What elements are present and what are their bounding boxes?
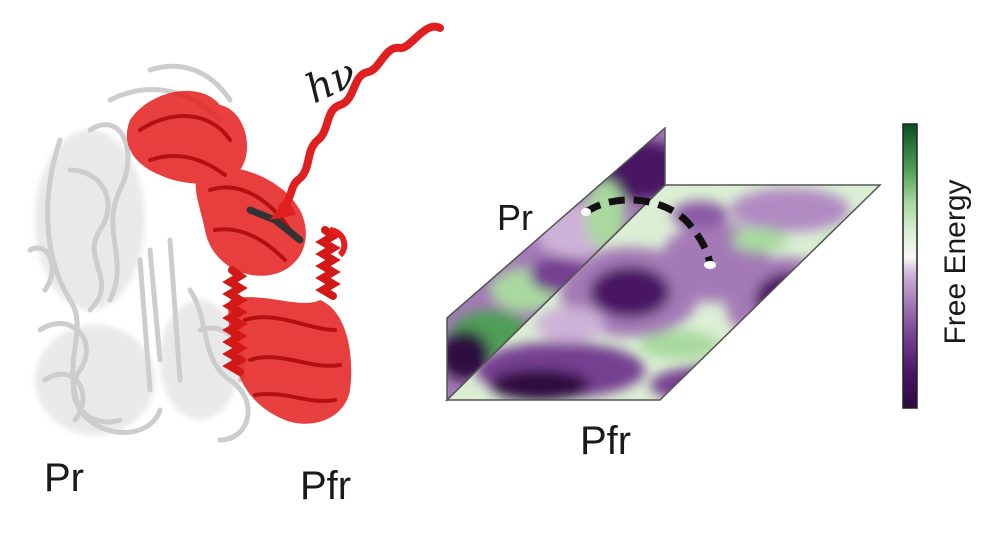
transition-pathway bbox=[584, 196, 714, 265]
pfr-state-label: Pfr bbox=[300, 464, 352, 508]
protein-structure bbox=[27, 22, 444, 443]
chromophore bbox=[246, 206, 304, 244]
surface-wall-label: Pr bbox=[497, 197, 533, 238]
pfr-structure bbox=[126, 90, 352, 424]
colorbar bbox=[902, 123, 918, 409]
colorbar-gradient bbox=[902, 123, 918, 409]
pr-minimum-marker bbox=[581, 208, 591, 216]
pr-structure-shadow bbox=[35, 130, 240, 435]
colorbar-label: Free Energy bbox=[939, 179, 972, 345]
free-energy-surface bbox=[445, 126, 882, 402]
surface-floor-label: Pfr bbox=[580, 419, 632, 463]
photon-wave-icon bbox=[270, 22, 444, 220]
pfr-minimum-marker bbox=[704, 261, 716, 269]
pr-state-label: Pr bbox=[44, 456, 84, 500]
surface-wall bbox=[447, 128, 665, 400]
